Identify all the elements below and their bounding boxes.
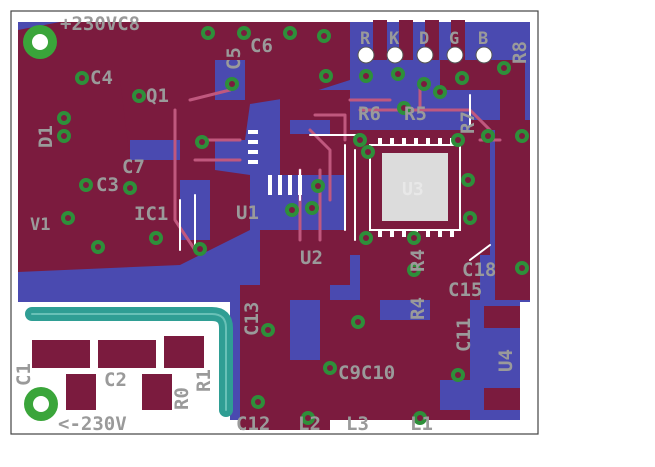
via bbox=[283, 26, 297, 40]
via bbox=[461, 173, 475, 187]
label-c5: C5 bbox=[223, 47, 245, 70]
via bbox=[497, 61, 511, 75]
via bbox=[407, 263, 421, 277]
via bbox=[359, 231, 373, 245]
label-l3: L3 bbox=[346, 413, 369, 435]
label-c1: C1 bbox=[13, 363, 35, 386]
via bbox=[451, 133, 465, 147]
via bbox=[251, 395, 265, 409]
via bbox=[149, 231, 163, 245]
label-c3: C3 bbox=[96, 174, 119, 196]
via bbox=[57, 111, 71, 125]
via bbox=[361, 145, 375, 159]
via bbox=[417, 77, 431, 91]
label-minus230: <-230V bbox=[58, 413, 127, 435]
label-r4-upper: R4 bbox=[407, 249, 429, 272]
label-r0: R0 bbox=[171, 387, 193, 410]
via bbox=[359, 69, 373, 83]
via bbox=[481, 129, 495, 143]
via bbox=[237, 26, 251, 40]
copper-voids bbox=[130, 60, 500, 410]
label-c4: C4 bbox=[90, 67, 113, 89]
via bbox=[261, 323, 275, 337]
label-c13: C13 bbox=[241, 302, 263, 336]
label-c2: C2 bbox=[104, 369, 127, 391]
label-c7: C7 bbox=[122, 156, 145, 178]
via bbox=[193, 242, 207, 256]
silkscreen-labels: +230VC8 C5 C6 C4 Q1 D1 C7 C3 IC1 V1 U1 U… bbox=[13, 13, 531, 435]
label-v1: V1 bbox=[30, 215, 50, 235]
label-r1: R1 bbox=[193, 369, 215, 392]
via bbox=[391, 67, 405, 81]
via bbox=[451, 368, 465, 382]
via bbox=[413, 411, 427, 425]
via bbox=[75, 71, 89, 85]
label-r6: R6 bbox=[358, 103, 381, 125]
via bbox=[353, 133, 367, 147]
label-c11: C11 bbox=[453, 318, 475, 352]
label-c8: +230VC8 bbox=[60, 13, 140, 35]
u1-pad-rows bbox=[248, 130, 302, 195]
label-c9c10: C9C10 bbox=[338, 362, 395, 384]
label-c6: C6 bbox=[250, 35, 273, 57]
via bbox=[123, 181, 137, 195]
label-c15: C15 bbox=[448, 279, 482, 301]
via-group bbox=[57, 26, 529, 425]
via bbox=[201, 26, 215, 40]
via bbox=[351, 315, 365, 329]
via bbox=[285, 203, 299, 217]
mount-hole-top bbox=[23, 25, 57, 59]
label-ic1: IC1 bbox=[134, 203, 168, 225]
label-c12: C12 bbox=[236, 413, 270, 435]
label-u4: U4 bbox=[495, 349, 517, 372]
via bbox=[323, 361, 337, 375]
via bbox=[195, 135, 209, 149]
label-d1: D1 bbox=[35, 125, 57, 148]
via bbox=[132, 89, 146, 103]
label-r4-lower: R4 bbox=[407, 297, 429, 320]
via bbox=[455, 71, 469, 85]
via bbox=[515, 129, 529, 143]
via bbox=[319, 69, 333, 83]
via bbox=[515, 261, 529, 275]
label-r8: R8 bbox=[509, 41, 531, 64]
header-label-k: K bbox=[389, 29, 400, 49]
via bbox=[79, 178, 93, 192]
header-label-d: D bbox=[419, 29, 429, 49]
via bbox=[407, 231, 421, 245]
header-label-b: B bbox=[478, 29, 488, 49]
via bbox=[61, 211, 75, 225]
header-label-g: G bbox=[449, 29, 459, 49]
label-r5: R5 bbox=[404, 103, 427, 125]
header-label-r: R bbox=[360, 29, 371, 49]
lower-pads bbox=[32, 306, 520, 410]
label-c18: C18 bbox=[462, 259, 496, 281]
via bbox=[433, 85, 447, 99]
via bbox=[463, 211, 477, 225]
via bbox=[305, 201, 319, 215]
label-u3: U3 bbox=[402, 179, 424, 200]
via bbox=[311, 179, 325, 193]
thermal-trace-outline bbox=[31, 313, 227, 411]
label-l2: L2 bbox=[298, 413, 321, 435]
header-pads bbox=[357, 20, 493, 64]
label-l1: L1 bbox=[410, 413, 433, 435]
u3-package bbox=[369, 138, 461, 237]
label-u1: U1 bbox=[236, 202, 259, 224]
via bbox=[317, 29, 331, 43]
via bbox=[91, 240, 105, 254]
via bbox=[301, 411, 315, 425]
label-u2: U2 bbox=[300, 247, 323, 269]
mount-hole-bottom bbox=[24, 387, 58, 421]
via bbox=[225, 77, 239, 91]
via bbox=[57, 129, 71, 143]
via bbox=[397, 101, 411, 115]
label-q1: Q1 bbox=[146, 85, 169, 107]
label-r7: R7 bbox=[457, 111, 479, 134]
